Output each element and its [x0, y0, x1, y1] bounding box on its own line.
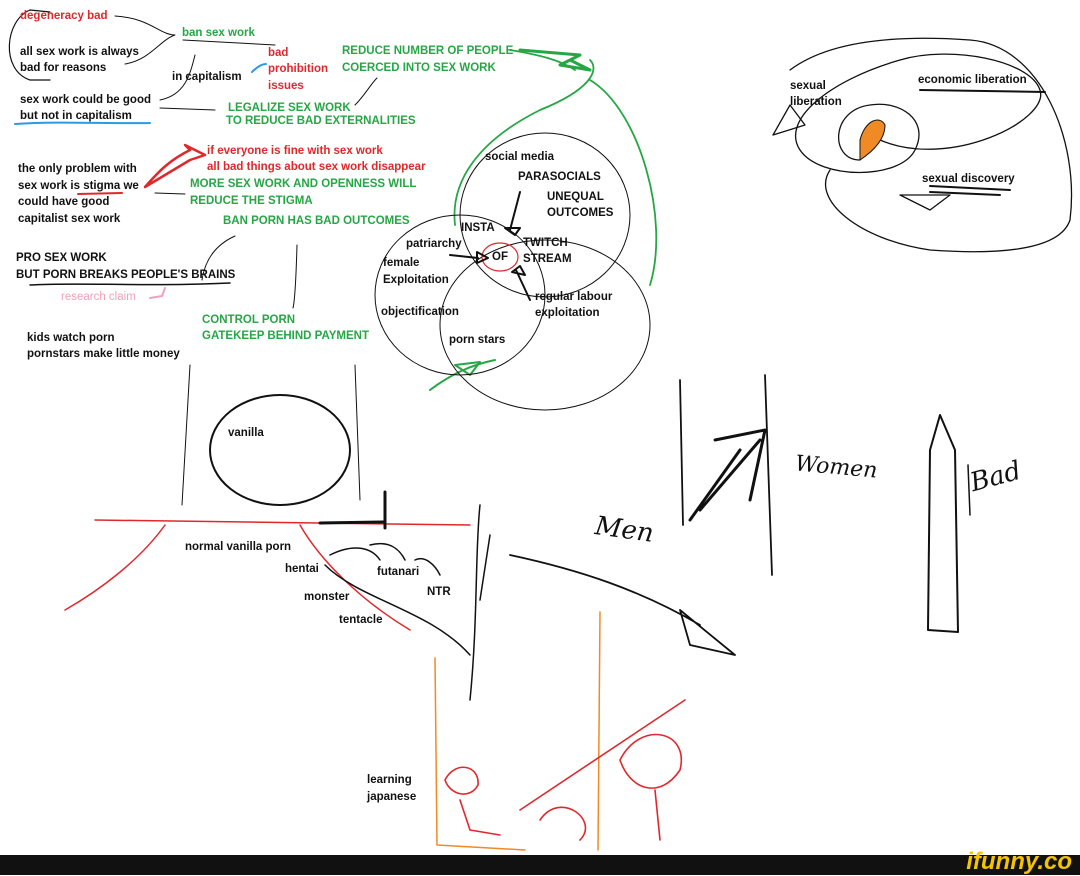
- connector: [154, 192, 298, 309]
- orange-fill: [859, 119, 886, 161]
- venn-label: social media: [485, 151, 555, 163]
- vertical-lines: [181, 364, 361, 506]
- big-arrow: [509, 554, 736, 656]
- arrow: [449, 191, 531, 301]
- note-text: REDUCE NUMBER OF PEOPLE: [342, 45, 514, 57]
- orange-lines: [434, 611, 601, 851]
- ifunny-watermark: ifunny.co: [966, 848, 1072, 875]
- tentacle-lines: [324, 504, 491, 701]
- in-capitalism-text: in capitalism: [172, 71, 242, 83]
- note-text: the only problem with: [18, 163, 137, 175]
- chart-label: NTR: [427, 586, 451, 598]
- venn-label: PARASOCIALS: [518, 171, 601, 183]
- scribble-arrow: [688, 428, 767, 522]
- venn-center-label: OF: [492, 251, 508, 263]
- note-text: BUT PORN BREAKS PEOPLE'S BRAINS: [16, 269, 236, 281]
- chart-label: futanari: [377, 566, 420, 578]
- tower-shape: [927, 414, 959, 633]
- note-text: all bad things about sex work disappear: [207, 161, 426, 173]
- venn-label: INSTA: [461, 222, 495, 234]
- chart-label: japanese: [367, 791, 417, 803]
- green-scribble: [518, 48, 592, 72]
- note-text: bad: [268, 47, 289, 59]
- venn-label: patriarchy: [406, 238, 462, 250]
- underline-economic: [919, 89, 1046, 196]
- left-bracket: [8, 9, 51, 81]
- note-text: COERCED INTO SEX WORK: [342, 62, 496, 74]
- green-arrow-bottom: [429, 359, 496, 391]
- black-marker: [318, 490, 387, 530]
- blue-underline: [14, 121, 151, 125]
- venn-label: objectification: [381, 306, 459, 318]
- degeneracy-bad-text: degeneracy bad: [20, 10, 108, 22]
- venn-label: STREAM: [523, 253, 572, 265]
- note-text: PRO SEX WORK: [16, 252, 107, 264]
- liberation-label: sexual discovery: [922, 173, 1015, 185]
- vanilla-label: vanilla: [228, 427, 264, 439]
- red-underline: [77, 192, 123, 195]
- red-arrow: [143, 143, 207, 189]
- venn-label: porn stars: [449, 334, 506, 346]
- venn-circle-right: [439, 239, 651, 411]
- chart-label: learning: [367, 774, 412, 786]
- note-text: issues: [268, 80, 304, 92]
- venn-label: TWITCH: [523, 237, 568, 249]
- of-red-circle: [481, 242, 519, 272]
- ban-sex-work-text: ban sex work: [182, 27, 255, 39]
- vanilla-circle: [209, 394, 351, 506]
- note-text: but not in capitalism: [20, 110, 132, 122]
- note-text: pornstars make little money: [27, 348, 180, 360]
- chart-label: hentai: [285, 563, 319, 575]
- venn-label: regular labour: [535, 291, 613, 303]
- note-text: bad for reasons: [20, 62, 107, 74]
- note-text: prohibition: [268, 63, 329, 75]
- research-claim-text: research claim: [61, 291, 136, 303]
- connector: [159, 54, 378, 111]
- triangle: [772, 104, 951, 211]
- red-doodles: [444, 699, 686, 841]
- black-underline: [29, 282, 231, 286]
- venn-label: UNEQUAL: [547, 191, 604, 203]
- liberation-label: sexual: [790, 80, 826, 92]
- chart-label: tentacle: [339, 614, 383, 626]
- note-text: kids watch porn: [27, 332, 115, 344]
- note-text: GATEKEEP BEHIND PAYMENT: [202, 330, 369, 342]
- note-text: MORE SEX WORK AND OPENNESS WILL: [190, 178, 417, 190]
- note-text: sex work could be good: [20, 94, 151, 106]
- chart-label: normal vanilla porn: [185, 541, 292, 553]
- venn-label: Exploitation: [383, 274, 449, 286]
- note-text: if everyone is fine with sex work: [207, 145, 383, 157]
- liberation-label: economic liberation: [918, 74, 1027, 86]
- divider-lines: [679, 374, 773, 576]
- note-text: REDUCE THE STIGMA: [190, 195, 313, 207]
- note-text: capitalist sex work: [18, 213, 121, 225]
- note-text: BAN PORN HAS BAD OUTCOMES: [223, 215, 410, 227]
- pink-arrow: [149, 287, 166, 299]
- blue-red-mark: [251, 63, 267, 73]
- note-text: all sex work is always: [20, 46, 139, 58]
- venn-label: female: [383, 257, 420, 269]
- note-text: TO REDUCE BAD EXTERNALITIES: [226, 115, 416, 127]
- chart-label: monster: [304, 591, 350, 603]
- venn-label: exploitation: [535, 307, 600, 319]
- sketch-strokes: [8, 9, 1073, 851]
- liberation-label: liberation: [790, 96, 842, 108]
- note-text: CONTROL PORN: [202, 314, 296, 326]
- watermark-bar: [0, 855, 1080, 875]
- liberation-loops: [789, 37, 1073, 253]
- note-text: LEGALIZE SEX WORK: [228, 102, 351, 114]
- note-text: could have good: [18, 196, 110, 208]
- note-text: sex work is stigma we: [18, 180, 139, 192]
- bracket-bad: [967, 464, 971, 516]
- venn-label: OUTCOMES: [547, 207, 614, 219]
- connector: [114, 15, 276, 65]
